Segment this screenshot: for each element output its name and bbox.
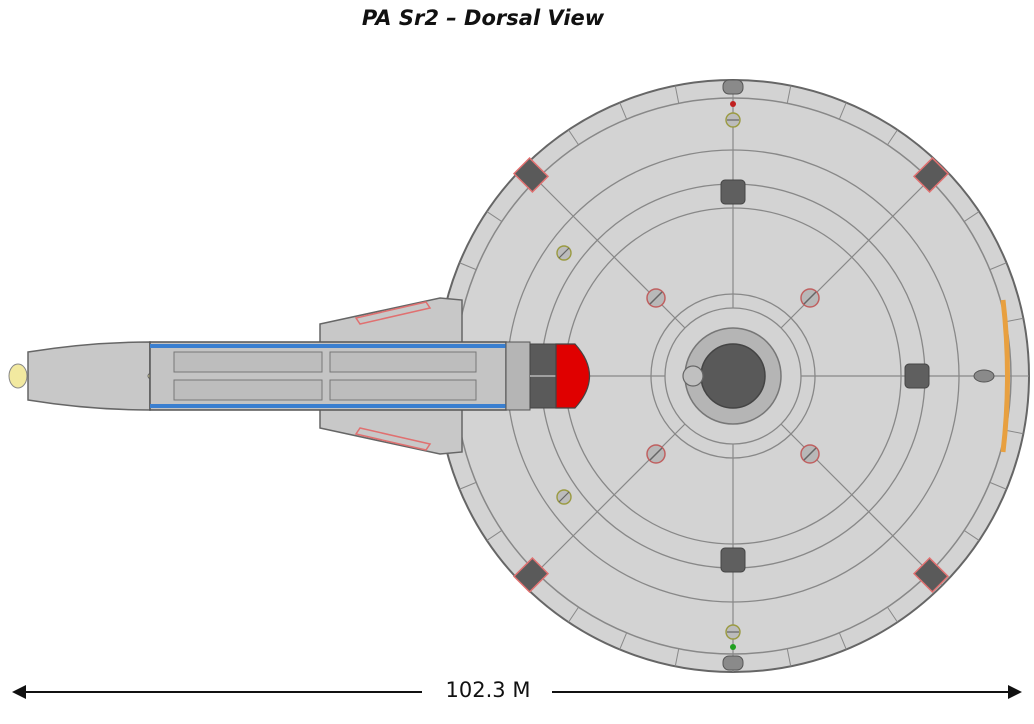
saucer-section bbox=[436, 79, 1030, 673]
secondary-hull bbox=[8, 341, 590, 411]
diagram-title: PA Sr2 – Dorsal View bbox=[361, 6, 605, 30]
scale-length-label: 102.3 M bbox=[428, 678, 548, 702]
scale-bar bbox=[12, 685, 1022, 699]
